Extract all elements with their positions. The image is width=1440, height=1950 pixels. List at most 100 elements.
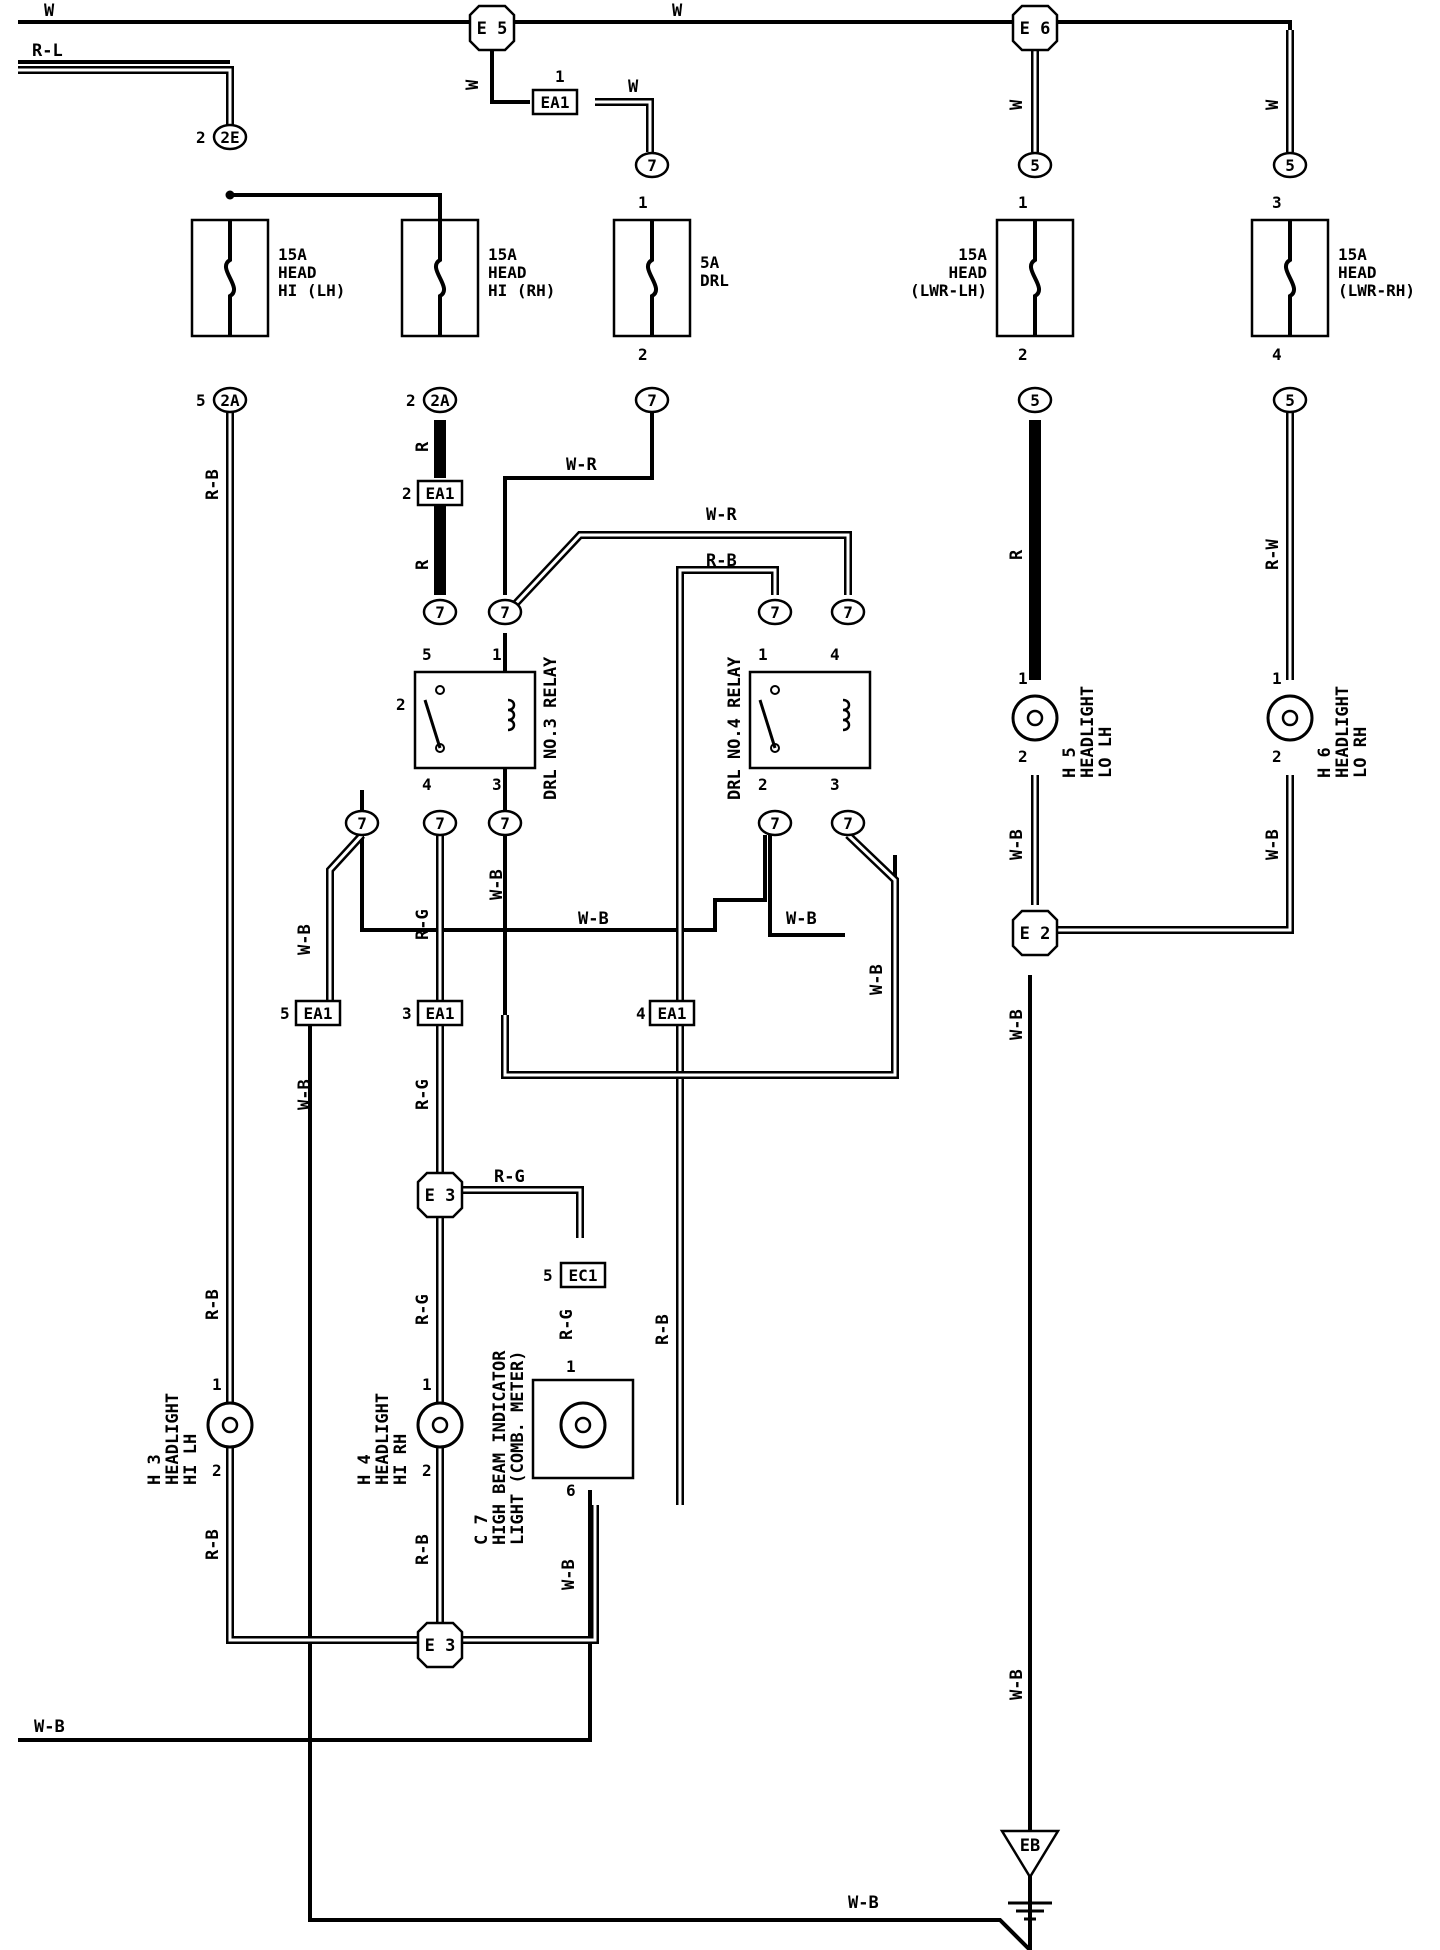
svg-text:15A: 15A [278, 245, 307, 264]
svg-text:HEAD: HEAD [278, 263, 317, 282]
svg-text:2: 2 [1018, 747, 1028, 766]
svg-text:6: 6 [566, 1481, 576, 1500]
svg-text:3: 3 [402, 1004, 412, 1023]
drl-no4-relay: DRL NO.4 RELAY [725, 656, 872, 800]
headlight-h5: H 5 HEADLIGHT LO LH [1011, 686, 1116, 778]
svg-text:W-B: W-B [487, 869, 507, 900]
round-connectors: 2E 2A 2A 7 7 5 5 5 5 7 7 7 7 7 7 7 7 7 [212, 123, 1308, 837]
svg-text:1: 1 [566, 1357, 576, 1376]
svg-text:H 6: H 6 [1315, 747, 1335, 778]
connector-e3-bottom: E 3 [416, 1621, 464, 1669]
svg-text:7: 7 [770, 603, 780, 622]
headlight-h3: H 3 HEADLIGHT HI LH [145, 1393, 254, 1485]
fuse-head-hi-lh: 15A HEAD HI (LH) [190, 218, 345, 338]
connector-7-c: 7 [422, 598, 458, 626]
drl-no3-relay-label: DRL NO.3 RELAY [541, 656, 561, 800]
connector-2a-1: 2A [212, 386, 248, 414]
connector-e3-top: E 3 [416, 1171, 464, 1219]
svg-text:7: 7 [647, 156, 657, 175]
headlight-h6: H 6 HEADLIGHT LO RH [1266, 686, 1371, 778]
svg-text:1: 1 [492, 645, 502, 664]
connector-7-g: 7 [344, 809, 380, 837]
svg-text:HI (LH): HI (LH) [278, 281, 345, 300]
svg-text:DRL: DRL [700, 271, 729, 290]
svg-text:2: 2 [422, 1461, 432, 1480]
svg-text:5: 5 [422, 645, 432, 664]
connector-ea1-5: EA1 [294, 999, 342, 1027]
drl-no3-relay: DRL NO.3 RELAY [413, 656, 561, 800]
svg-text:R-B: R-B [706, 551, 737, 571]
connector-ea1-top: EA1 [531, 88, 579, 116]
svg-text:2: 2 [402, 484, 412, 503]
svg-text:HEAD: HEAD [948, 263, 987, 282]
svg-text:2: 2 [638, 345, 648, 364]
relays: DRL NO.3 RELAY DRL NO.4 RELAY [413, 656, 872, 800]
connector-e6-label: E 6 [1020, 19, 1051, 39]
svg-text:HI RH: HI RH [391, 1434, 411, 1485]
svg-text:(LWR-LH): (LWR-LH) [910, 281, 987, 300]
svg-text:5: 5 [1285, 391, 1295, 410]
svg-text:5: 5 [1030, 156, 1040, 175]
svg-text:1: 1 [555, 67, 565, 86]
svg-text:2: 2 [758, 775, 768, 794]
svg-text:7: 7 [770, 814, 780, 833]
svg-text:7: 7 [500, 603, 510, 622]
svg-text:HEAD: HEAD [1338, 263, 1377, 282]
fuse-head-lwr-lh: 15A HEAD (LWR-LH) [910, 218, 1075, 338]
connector-octagons: E 5 E 6 E 2 E 3 E 3 [416, 4, 1059, 1669]
connector-e2: E 2 [1011, 909, 1059, 957]
svg-text:HI (RH): HI (RH) [488, 281, 555, 300]
connector-e3-bottom-label: E 3 [425, 1636, 456, 1656]
connector-5-d: 5 [1272, 386, 1308, 414]
fuse-head-hi-rh: 15A HEAD HI (RH) [400, 218, 555, 338]
svg-text:W-B: W-B [1007, 1009, 1027, 1040]
svg-text:1: 1 [1272, 669, 1282, 688]
svg-text:R-B: R-B [203, 469, 223, 500]
connector-5-c: 5 [1017, 386, 1053, 414]
svg-text:7: 7 [435, 603, 445, 622]
svg-text:R-G: R-G [413, 909, 433, 940]
connector-2e: 2E [212, 123, 248, 151]
svg-text:W: W [1007, 99, 1027, 110]
drl-no4-relay-label: DRL NO.4 RELAY [725, 656, 745, 800]
connector-5-b: 5 [1272, 151, 1308, 179]
lamps: H 5 HEADLIGHT LO LH H 6 HEADLIGHT LO RH … [145, 686, 1371, 1545]
connector-ea1-2: EA1 [416, 479, 464, 507]
svg-text:1: 1 [1018, 669, 1028, 688]
svg-text:HEADLIGHT: HEADLIGHT [1333, 686, 1353, 778]
svg-text:W-B: W-B [848, 1893, 879, 1913]
svg-text:HEADLIGHT: HEADLIGHT [1078, 686, 1098, 778]
svg-text:R: R [413, 441, 433, 452]
svg-text:EC1: EC1 [569, 1266, 598, 1285]
rect-connectors: EA1 EA1 EA1 EA1 EA1 EC1 [294, 88, 696, 1289]
connector-7-i: 7 [487, 809, 523, 837]
connector-e6: E 6 [1011, 4, 1059, 52]
svg-text:C 7: C 7 [472, 1514, 492, 1545]
svg-text:R-B: R-B [413, 1534, 433, 1565]
svg-text:(LWR-RH): (LWR-RH) [1338, 281, 1415, 300]
svg-text:W: W [1263, 99, 1283, 110]
headlight-h4: H 4 HEADLIGHT HI RH [355, 1393, 464, 1485]
svg-text:2: 2 [212, 1461, 222, 1480]
svg-text:5A: 5A [700, 253, 720, 272]
svg-text:W: W [463, 79, 483, 90]
svg-text:R-G: R-G [494, 1167, 525, 1187]
svg-text:15A: 15A [958, 245, 987, 264]
svg-text:R-G: R-G [413, 1079, 433, 1110]
fuse-head-lwr-rh: 15A HEAD (LWR-RH) [1250, 218, 1415, 338]
svg-text:W-R: W-R [706, 505, 737, 525]
svg-text:3: 3 [492, 775, 502, 794]
svg-text:W-R: W-R [566, 455, 597, 475]
svg-text:15A: 15A [488, 245, 517, 264]
svg-text:7: 7 [357, 814, 367, 833]
svg-text:W-B: W-B [295, 924, 315, 955]
svg-text:4: 4 [636, 1004, 646, 1023]
svg-text:HEADLIGHT: HEADLIGHT [373, 1393, 393, 1485]
fuse-drl: 5A DRL [612, 218, 729, 338]
svg-text:EA1: EA1 [426, 484, 455, 503]
svg-text:R-B: R-B [203, 1289, 223, 1320]
svg-text:W-B: W-B [1007, 829, 1027, 860]
connector-7-k: 7 [830, 809, 866, 837]
svg-text:W-B: W-B [786, 909, 817, 929]
